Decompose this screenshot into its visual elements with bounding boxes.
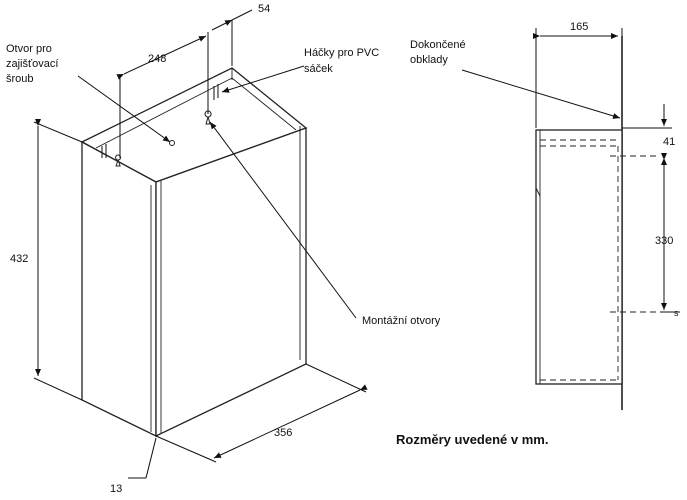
dimension-texts: 248 54 432 356 13 165 41 330 s [10, 3, 679, 495]
side-dimensions [461, 28, 680, 313]
dim-hook-offset: 54 [258, 3, 270, 15]
labels: Otvor pro zajišťovací šroub Háčky pro PV… [6, 39, 548, 447]
label-hooks-1: Háčky pro PVC [304, 47, 379, 59]
dim-side-depth: 165 [570, 21, 588, 33]
dim-bottom-mark: s [674, 308, 679, 318]
keyhole-right [204, 110, 212, 125]
screw-hole [169, 140, 175, 146]
label-screw-hole-1: Otvor pro [6, 43, 52, 55]
label-finished-tiling-2: obklady [410, 54, 448, 66]
dim-width-top: 248 [148, 53, 166, 65]
isometric-dimensions [33, 9, 368, 479]
label-hooks-2: sáček [304, 63, 333, 75]
caption-units: Rozměry uvedené v mm. [396, 432, 548, 447]
hook-right [213, 84, 219, 100]
label-finished-tiling-1: Dokončené [410, 39, 466, 51]
isometric-view [80, 67, 308, 438]
right-face [155, 127, 307, 438]
label-mounting-holes: Montážní otvory [362, 315, 441, 327]
dim-top-offset: 41 [663, 136, 675, 148]
side-view [535, 36, 660, 410]
dim-flange: 13 [110, 483, 122, 495]
hook-left [101, 144, 107, 158]
label-screw-hole-3: šroub [6, 73, 34, 85]
front-face [81, 140, 157, 438]
side-box [535, 129, 623, 385]
dim-inner-height: 330 [655, 235, 673, 247]
label-screw-hole-2: zajišťovací [6, 58, 58, 70]
dim-height: 432 [10, 253, 28, 265]
dim-depth: 356 [274, 427, 292, 439]
